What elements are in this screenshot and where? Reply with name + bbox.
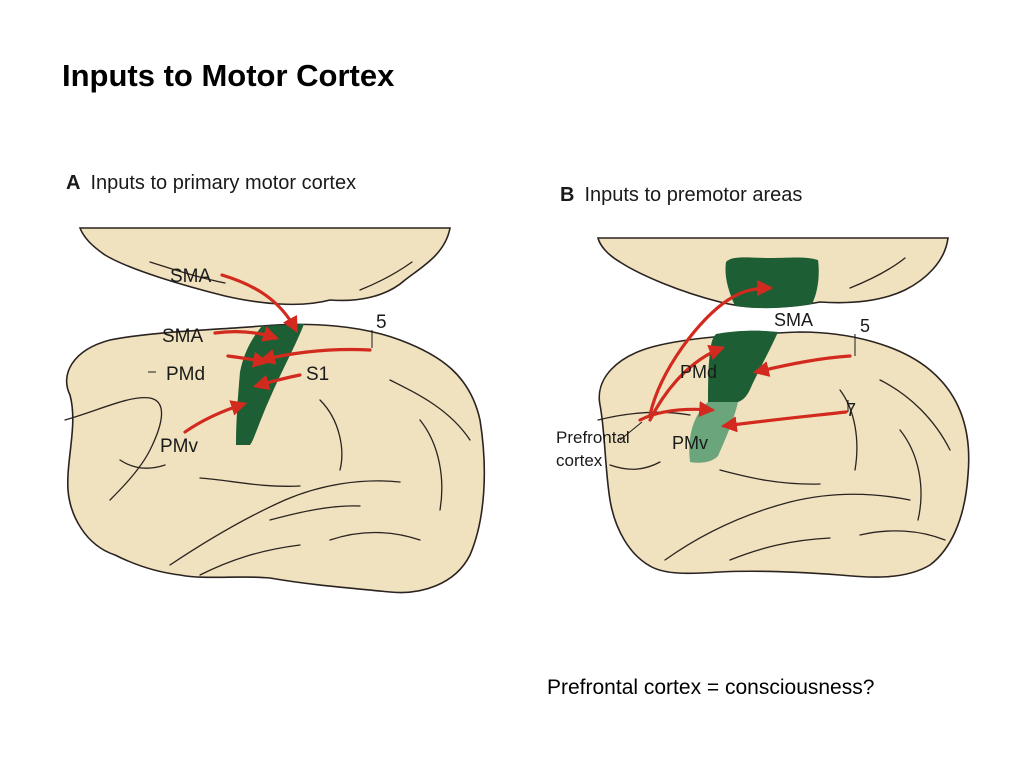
panel-b-sma-region [725,257,819,309]
panel-a-label-pmv: PMv [160,436,199,457]
panel-b-label-pmv: PMv [672,433,708,453]
slide-title: Inputs to Motor Cortex [62,58,395,93]
panel-a-label-sma: SMA [162,326,204,347]
panel-a-label-pmd: PMd [166,364,205,385]
panel-a-lateral-brain [65,323,486,594]
panel-b-label-pmd: PMd [680,362,717,382]
panel-a-label-s1: S1 [306,364,329,385]
panel-b-label-area7: 7 [846,400,856,420]
panel-b-pmd-region [708,330,778,402]
panel-b-label-prefrontal-line1: Prefrontal [556,428,630,447]
panel-b-label-sma: SMA [774,310,813,330]
panel-a-medial-brain [78,227,451,306]
panel-a-label-area5: 5 [376,312,387,333]
panel-b-label-prefrontal-line2: cortex [556,451,603,470]
panel-a-label-sma-top: SMA [170,266,212,287]
slide-caption: Prefrontal cortex = consciousness? [547,676,875,699]
panel-b-label-area5: 5 [860,316,870,336]
